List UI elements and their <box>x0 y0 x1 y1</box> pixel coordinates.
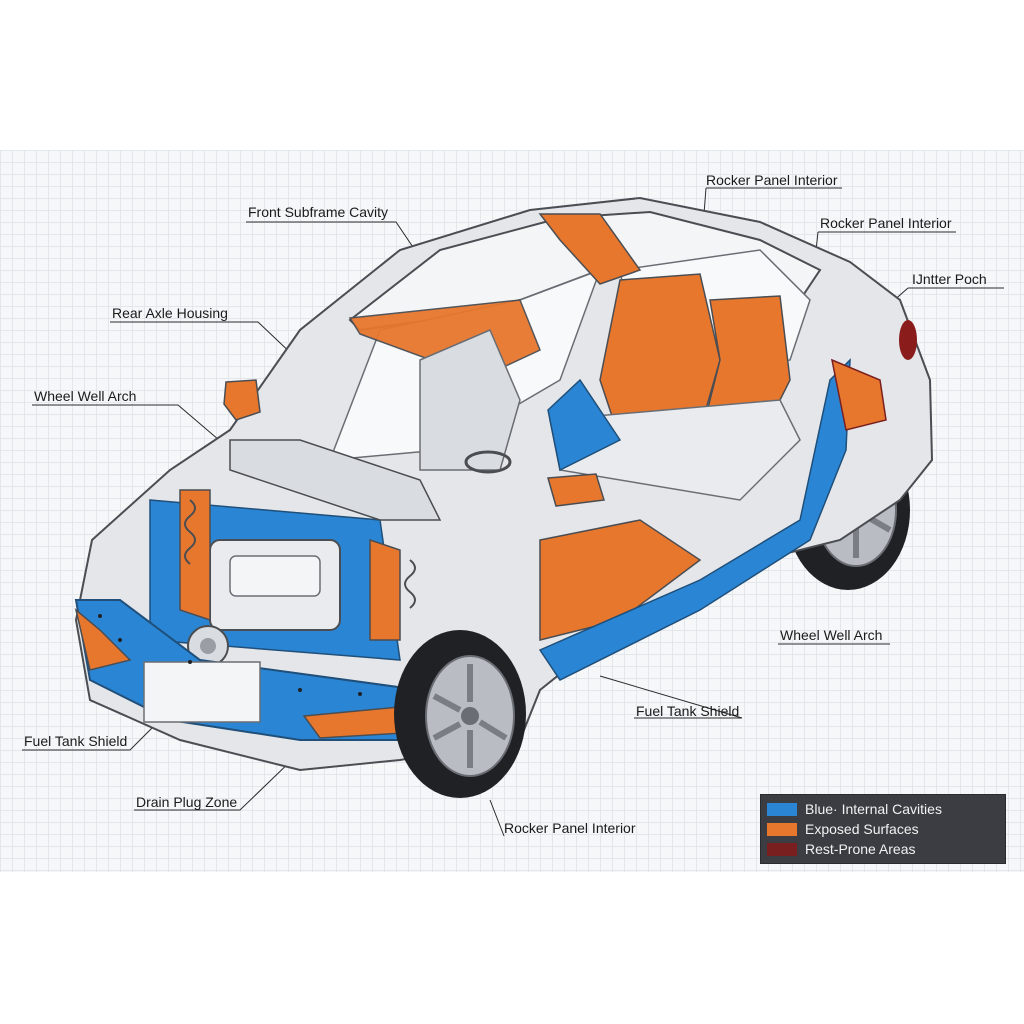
label-fuel-tank-shield-right: Fuel Tank Shield <box>636 703 740 719</box>
label-wheel-well-arch-right: Wheel Well Arch <box>780 627 883 643</box>
legend-item-exposed-surfaces: Exposed Surfaces <box>767 820 919 838</box>
legend-swatch-orange <box>767 822 797 836</box>
legend-label: Exposed Surfaces <box>805 821 919 837</box>
front-bumper <box>74 599 432 741</box>
label-jutter-poch: IJntter Poch <box>912 271 987 287</box>
legend-label: Rest-Prone Areas <box>805 841 916 857</box>
front-wheel-icon <box>394 630 526 798</box>
engine-icon <box>149 379 605 667</box>
seat-icon <box>419 273 791 474</box>
legend-swatch-blue <box>767 802 797 816</box>
legend-label: Blue· Internal Cavities <box>805 801 942 817</box>
label-rocker-panel-interior-top: Rocker Panel Interior <box>706 172 838 188</box>
label-fuel-tank-shield-left: Fuel Tank Shield <box>24 733 128 749</box>
legend-item-rust-prone: Rest-Prone Areas <box>767 840 916 858</box>
floor-structure <box>538 358 887 681</box>
legend-swatch-dark-red <box>767 842 797 856</box>
legend-item-internal-cavities: Blue· Internal Cavities <box>767 800 942 818</box>
label-wheel-well-arch-left: Wheel Well Arch <box>34 388 137 404</box>
label-front-subframe-cavity: Front Subframe Cavity <box>248 204 389 220</box>
label-drain-plug-zone: Drain Plug Zone <box>136 794 238 810</box>
label-rocker-panel-interior-bottom: Rocker Panel Interior <box>504 820 636 836</box>
label-rocker-panel-interior-right: Rocker Panel Interior <box>820 215 952 231</box>
legend: Blue· Internal Cavities Exposed Surfaces… <box>760 794 1006 864</box>
label-rear-axle-housing: Rear Axle Housing <box>112 305 228 321</box>
